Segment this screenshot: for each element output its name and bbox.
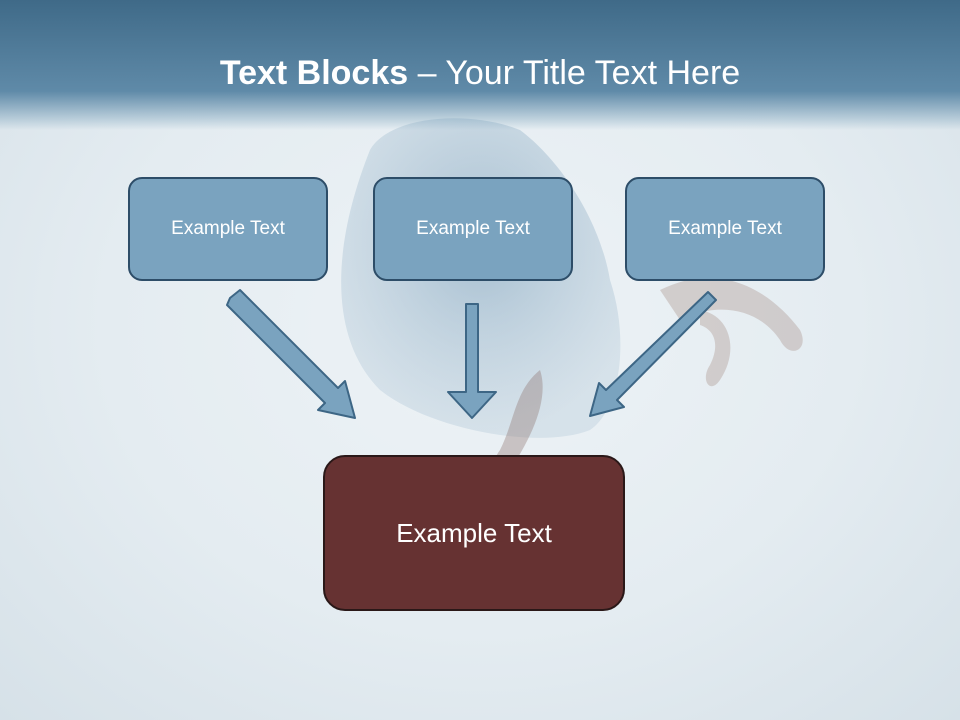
title-bold-part: Text Blocks bbox=[219, 54, 409, 92]
target-text-box: Example Text bbox=[323, 455, 625, 611]
example-text-box-2: Example Text bbox=[373, 177, 573, 281]
example-text-box-3: Example Text bbox=[625, 177, 825, 281]
title-band bbox=[0, 0, 960, 130]
example-text-box-1: Example Text bbox=[128, 177, 328, 281]
slide-title: Text Blocks – Your Title Text Here bbox=[0, 54, 960, 93]
arrow-right bbox=[589, 291, 717, 417]
arrow-left bbox=[226, 289, 356, 419]
title-rest: Your Title Text Here bbox=[445, 54, 741, 92]
title-dash: – bbox=[408, 54, 446, 92]
arrow-middle bbox=[447, 303, 497, 419]
